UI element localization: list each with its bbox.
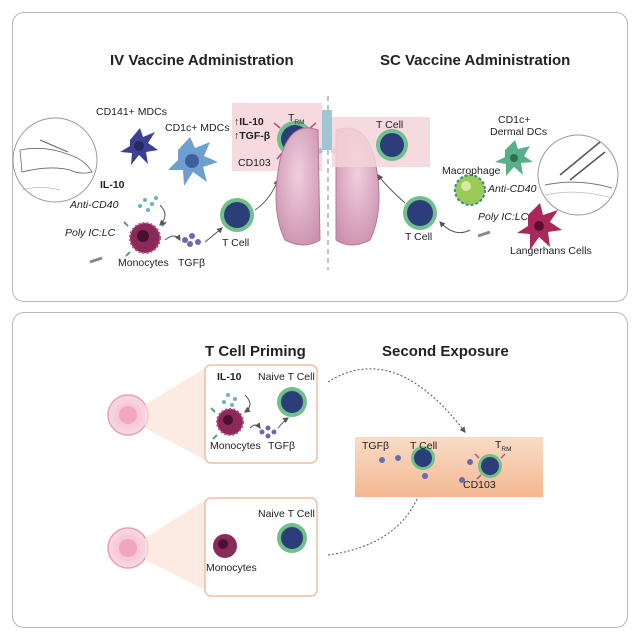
cd1c-mdc-icon bbox=[168, 137, 218, 186]
tgfb-label-bottom-1: TGFβ bbox=[268, 440, 296, 452]
poly-iclc-right-icon bbox=[477, 230, 491, 238]
anti-cd40-right-label: Anti-CD40 bbox=[488, 183, 537, 195]
priming-box-2 bbox=[204, 497, 318, 597]
tcell-left-label: T Cell bbox=[222, 237, 250, 249]
monocytes-label-bottom-2: Monocytes bbox=[206, 562, 257, 574]
cd1c-label: CD1c+ MDCs bbox=[165, 122, 230, 134]
tcell-label-tissue: T Cell bbox=[410, 440, 438, 452]
naive-tcell-label-1: Naive T Cell bbox=[258, 371, 315, 383]
naive-tcell-bottom-1-icon bbox=[277, 387, 307, 417]
cd103-label-tissue: CD103 bbox=[463, 479, 496, 491]
monocytes-label-bottom-1: Monocytes bbox=[210, 440, 261, 452]
trm-tissue-icon bbox=[474, 453, 506, 480]
poly-iclc-left-icon bbox=[89, 256, 103, 264]
il10-label-bottom: IL-10 bbox=[217, 371, 242, 383]
trm-label-top: TRM bbox=[288, 112, 305, 127]
il10-dots-bottom bbox=[222, 393, 237, 407]
il10-label-top: IL-10 bbox=[100, 179, 125, 191]
dermal-dc-icon bbox=[495, 140, 533, 176]
poly-right-label: Poly IC:LC bbox=[478, 211, 529, 223]
tcell-box-right-label: T Cell bbox=[376, 119, 404, 131]
tgfb-dots-tissue bbox=[379, 455, 473, 483]
up-tgfb-label: ↑TGF-β bbox=[234, 130, 271, 142]
lymph-node-icon-1 bbox=[107, 394, 149, 436]
priming-title: T Cell Priming bbox=[205, 343, 306, 360]
macrophage-label: Macrophage bbox=[442, 165, 501, 177]
langerhans-cell-icon bbox=[517, 203, 562, 250]
tcell-left-icon bbox=[220, 198, 254, 232]
monocyte-bottom-2-icon bbox=[213, 534, 237, 558]
anti-cd40-left-label: Anti-CD40 bbox=[70, 199, 119, 211]
iv-injection-arm-icon bbox=[12, 117, 98, 203]
exposure-title: Second Exposure bbox=[382, 343, 509, 360]
naive-tcell-label-2: Naive T Cell bbox=[258, 508, 315, 520]
cd103-label-top: CD103 bbox=[238, 157, 271, 169]
macrophage-icon bbox=[454, 174, 486, 206]
cd1c-dermal-label-1: CD1c+ bbox=[498, 114, 531, 126]
tgfb-dots-top bbox=[182, 233, 201, 247]
poly-left-label: Poly IC:LC bbox=[65, 227, 116, 239]
monocytes-label-top: Monocytes bbox=[118, 257, 169, 269]
langerhans-label: Langerhans Cells bbox=[510, 245, 592, 257]
trm-label-tissue: TRM bbox=[495, 439, 512, 454]
cd141-mdc-icon bbox=[120, 128, 158, 165]
arrow-priming-to-tissue-2 bbox=[327, 490, 422, 556]
tcell-tissue-icon bbox=[411, 446, 435, 470]
iv-title: IV Vaccine Administration bbox=[110, 52, 294, 69]
cd1c-dermal-label-2: Dermal DCs bbox=[490, 126, 548, 138]
cd141-label: CD141+ MDCs bbox=[96, 106, 167, 118]
tgfb-label-top: TGFβ bbox=[178, 257, 206, 269]
arrow-priming-to-tissue-1 bbox=[327, 368, 466, 433]
sc-injection-skin-icon bbox=[537, 134, 619, 216]
monocyte-icon bbox=[123, 221, 167, 257]
up-il10-label: ↑IL-10 bbox=[234, 116, 264, 128]
sc-title: SC Vaccine Administration bbox=[380, 52, 571, 69]
tcell-right-label: T Cell bbox=[405, 231, 433, 243]
tgfb-dots-bottom bbox=[259, 425, 277, 439]
tgfb-label-tissue: TGFβ bbox=[362, 440, 390, 452]
naive-tcell-bottom-2-icon bbox=[277, 523, 307, 553]
il10-dots bbox=[138, 196, 158, 212]
tissue-block bbox=[355, 437, 543, 497]
tcell-right-icon bbox=[403, 196, 437, 230]
tcell-box-right-icon bbox=[376, 129, 408, 161]
lymph-node-icon-2 bbox=[107, 527, 149, 569]
